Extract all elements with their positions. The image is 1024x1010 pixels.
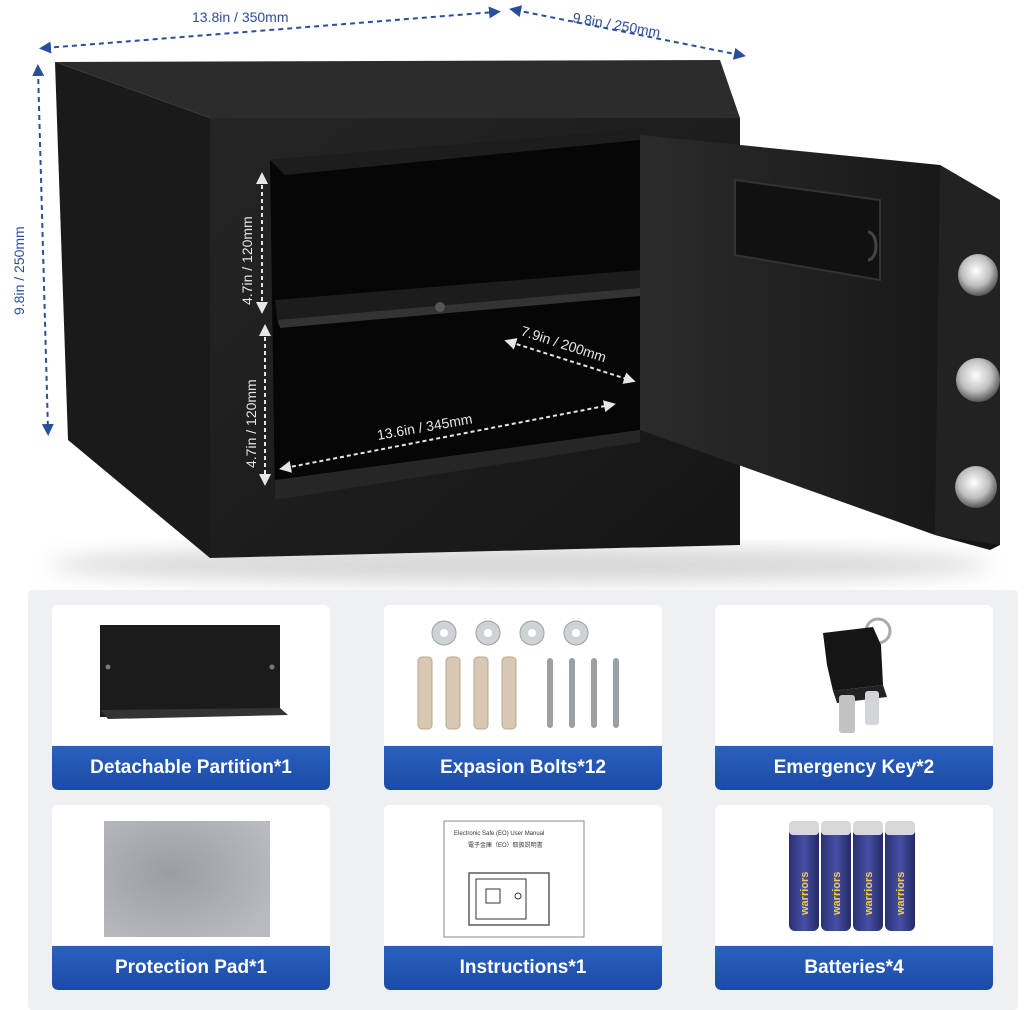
upper-shelf-dimension: 4.7in / 120mm xyxy=(239,216,255,305)
accessory-label: Expasion Bolts*12 xyxy=(384,746,662,790)
depth-dimension: 9.8in / 250mm xyxy=(571,9,661,40)
accessory-card-manual: Electronic Safe (EO) User Manual 電子金庫（EO… xyxy=(384,805,662,990)
door-battery-cover xyxy=(734,178,881,282)
safe-product-image: 13.8in / 350mm 9.8in / 250mm 9.8in / 250… xyxy=(11,5,1000,583)
accessory-card-partition: Detachable Partition*1 xyxy=(52,605,330,790)
shelf-hole xyxy=(435,302,445,312)
key-icon xyxy=(715,605,993,740)
safe-top-panel xyxy=(55,60,740,118)
battery-brand: warriors xyxy=(799,872,811,916)
accessory-card-bolts: Expasion Bolts*12 xyxy=(384,605,662,790)
width-dimension: 13.8in / 350mm xyxy=(192,9,289,25)
lower-shelf-dimension: 4.7in / 120mm xyxy=(243,379,259,468)
felt-pad-icon xyxy=(52,805,330,940)
accessory-label: Emergency Key*2 xyxy=(715,746,993,790)
safe-illustration: 13.8in / 350mm 9.8in / 250mm 9.8in / 250… xyxy=(11,5,1000,583)
battery-brand: warriors xyxy=(831,872,843,916)
manual-subtitle: 電子金庫（EO）取扱説明書 xyxy=(468,841,543,849)
battery-icon: warriors warriors warriors warriors xyxy=(715,805,993,940)
safe-shelf xyxy=(275,270,640,325)
manual-title: Electronic Safe (EO) User Manual xyxy=(454,831,544,837)
accessory-label: Detachable Partition*1 xyxy=(52,746,330,790)
partition-plate-icon xyxy=(52,605,330,740)
accessory-card-key: Emergency Key*2 xyxy=(715,605,993,790)
battery-brand: warriors xyxy=(895,872,907,916)
accessory-label: Protection Pad*1 xyxy=(52,946,330,990)
accessory-label: Instructions*1 xyxy=(384,946,662,990)
accessory-label: Batteries*4 xyxy=(715,946,993,990)
safe-door xyxy=(640,135,1000,550)
locking-bolts xyxy=(950,254,1000,508)
accessory-card-batteries: warriors warriors warriors warriors Batt… xyxy=(715,805,993,990)
safe-side-panel xyxy=(55,62,210,558)
manual-icon: Electronic Safe (EO) User Manual 電子金庫（EO… xyxy=(384,805,662,940)
accessories-panel: Detachable Partition*1 xyxy=(28,590,1018,1010)
height-dimension: 9.8in / 250mm xyxy=(11,226,27,315)
accessory-card-pad: Protection Pad*1 xyxy=(52,805,330,990)
battery-brand: warriors xyxy=(863,872,875,916)
bolts-icon xyxy=(384,605,662,740)
